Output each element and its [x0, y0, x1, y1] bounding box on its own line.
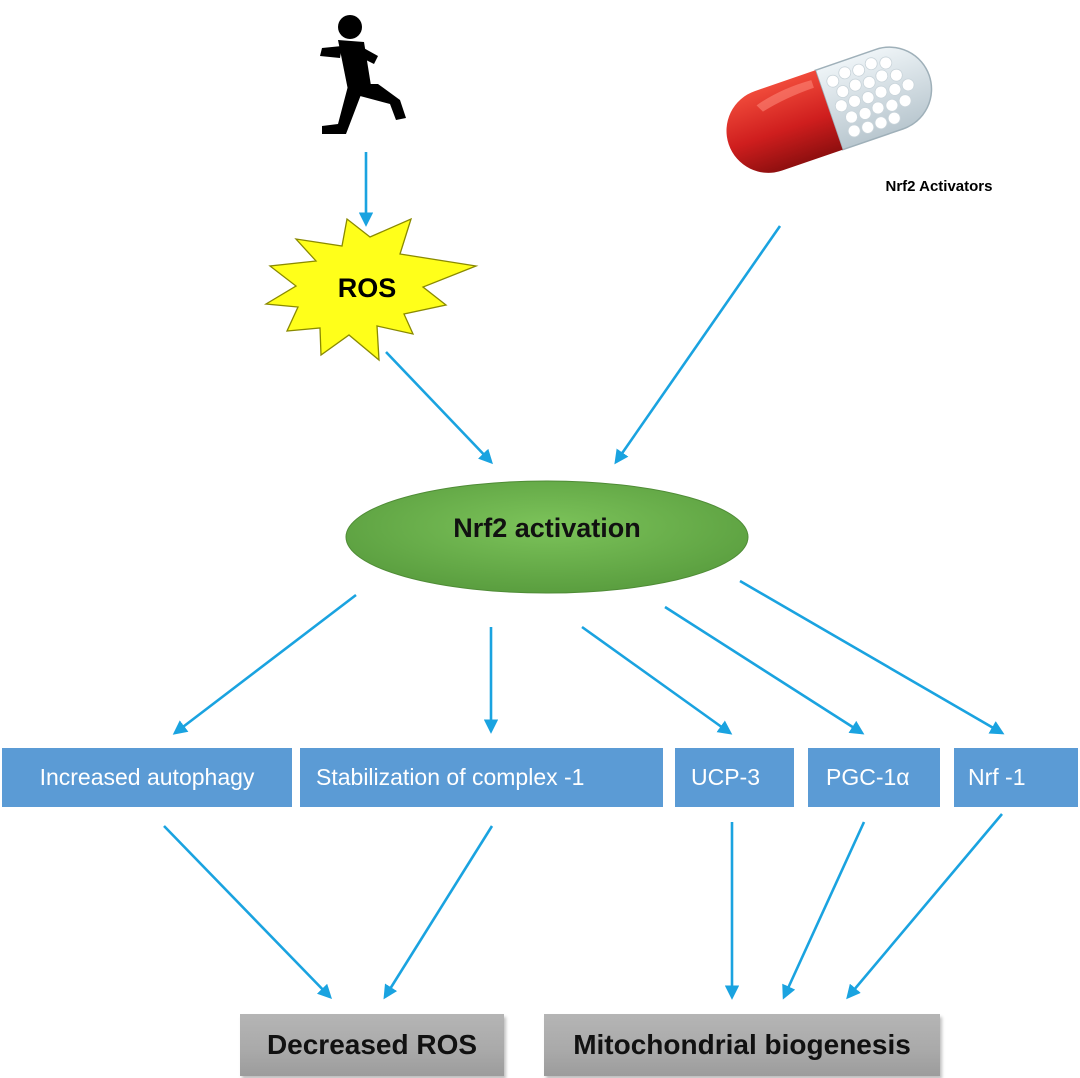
increased-autophagy-box: Increased autophagy — [2, 748, 292, 807]
capsule-pill-icon — [726, 46, 933, 173]
pgc1a-box: PGC-1α — [808, 748, 940, 807]
arrow-nrf2-to-pgc1a — [664, 605, 865, 735]
ros-label: ROS — [337, 272, 397, 303]
ucp3-box: UCP-3 — [675, 748, 794, 807]
arrow-nrf1-to-mito — [846, 813, 1003, 1000]
nrf2-activators-label: Nrf2 Activators — [885, 177, 993, 195]
stabilization-complex1-box: Stabilization of complex -1 — [300, 748, 663, 807]
arrow-activators-to-nrf2 — [614, 225, 782, 465]
arrow-pgc1a-to-mito — [782, 821, 866, 1000]
arrow-ros-to-nrf2 — [385, 351, 493, 465]
mitochondrial-biogenesis-box: Mitochondrial biogenesis — [544, 1014, 940, 1076]
starburst-icon — [263, 217, 479, 362]
decreased-ros-box: Decreased ROS — [240, 1014, 504, 1076]
arrow-nrf2-to-ucp3 — [581, 625, 733, 735]
nrf1-box: Nrf -1 — [954, 748, 1078, 807]
arrow-autophagy-to-decreased-ros — [163, 825, 332, 1000]
nrf2-activation-ellipse — [345, 480, 749, 594]
arrow-nrf2-to-autophagy — [172, 593, 357, 735]
arrow-complex1-to-decreased-ros — [383, 825, 494, 1000]
nrf2-activation-label: Nrf2 activation — [453, 512, 641, 543]
arrow-nrf2-to-nrf1 — [739, 579, 1005, 735]
running-person-icon — [320, 15, 406, 134]
